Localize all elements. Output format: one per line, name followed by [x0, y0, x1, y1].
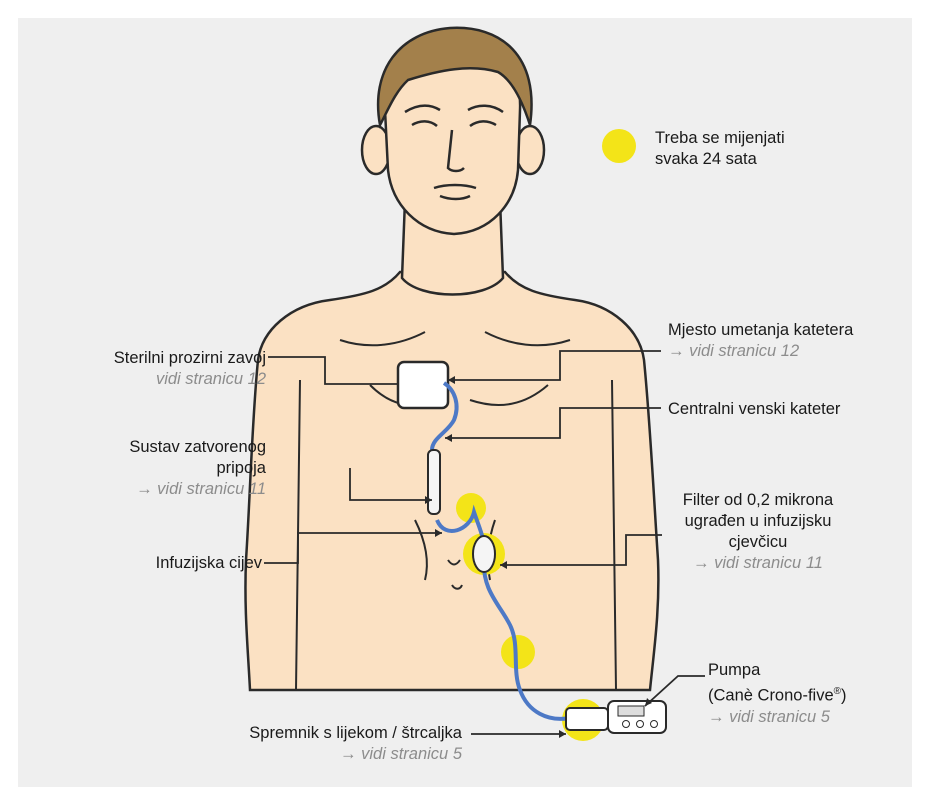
label-reservoir: Spremnik s lijekom / štrcaljka → vidi st…	[249, 723, 462, 765]
label-insertion-site: Mjesto umetanja katetera → vidi stranicu…	[668, 320, 853, 362]
filter-line-1: Filter od 0,2 mikrona	[668, 490, 848, 511]
filter-line-3: cjevčicu	[668, 532, 848, 553]
label-dressing: Sterilni prozirni zavoj vidi stranicu 12	[114, 348, 266, 390]
label-pump: Pumpa (Canè Crono-five®) → vidi stranicu…	[708, 660, 847, 728]
closed-system-line-1: Sustav zatvorenog	[129, 437, 266, 458]
pump-line-1: Pumpa	[708, 660, 847, 681]
reservoir-ref: → vidi stranicu 5	[249, 744, 462, 765]
insertion-site-title: Mjesto umetanja katetera	[668, 320, 853, 341]
legend-dot	[602, 129, 636, 163]
label-cvc: Centralni venski kateter	[668, 399, 840, 420]
infusion-tube-title: Infuzijska cijev	[156, 553, 262, 574]
label-filter: Filter od 0,2 mikrona ugrađen u infuzijs…	[668, 490, 848, 574]
legend-line-1: Treba se mijenjati	[655, 128, 785, 149]
reservoir-syringe	[566, 708, 608, 730]
pump-model-end: )	[841, 687, 847, 705]
closed-connector	[428, 450, 440, 514]
reservoir-title: Spremnik s lijekom / štrcaljka	[249, 723, 462, 744]
pump-screen	[618, 706, 644, 716]
torso	[245, 272, 658, 690]
insertion-site-ref: → vidi stranicu 12	[668, 341, 853, 362]
sterile-dressing	[398, 362, 448, 408]
pump-model: (Canè Crono-five	[708, 687, 834, 705]
legend-text: Treba se mijenjati svaka 24 sata	[655, 128, 785, 170]
dressing-ref: vidi stranicu 12	[114, 369, 266, 390]
filter-body	[473, 536, 495, 572]
filter-line-2: ugrađen u infuzijsku	[668, 511, 848, 532]
arrow-reservoir	[559, 730, 566, 738]
change-dot-tube	[501, 635, 535, 669]
label-infusion-tube: Infuzijska cijev	[156, 553, 262, 574]
legend-line-2: svaka 24 sata	[655, 149, 785, 170]
registered-mark: ®	[834, 686, 841, 697]
closed-system-ref: → vidi stranicu 11	[129, 479, 266, 500]
pump-ref: → vidi stranicu 5	[708, 707, 847, 728]
cvc-title: Centralni venski kateter	[668, 399, 840, 420]
dressing-title: Sterilni prozirni zavoj	[114, 348, 266, 369]
closed-system-line-2: pripoja	[129, 458, 266, 479]
filter-ref: → vidi stranicu 11	[668, 553, 848, 574]
pump-line-2: (Canè Crono-five®)	[708, 681, 847, 707]
label-closed-system: Sustav zatvorenog pripoja → vidi stranic…	[129, 437, 266, 500]
